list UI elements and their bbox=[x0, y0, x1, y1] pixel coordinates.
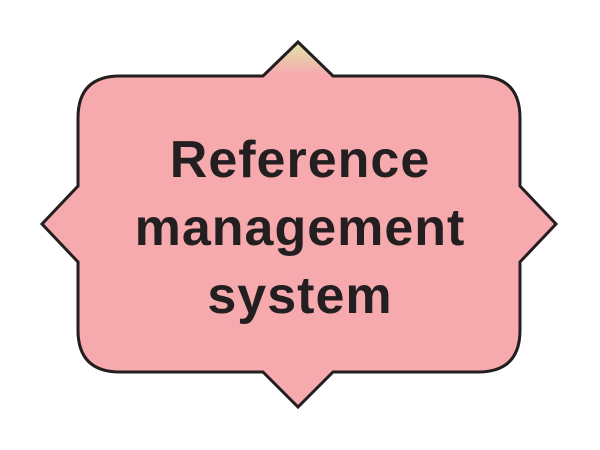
frame-outline bbox=[39, 39, 559, 410]
node-label: Reference management system bbox=[100, 128, 500, 328]
node-label-line-3: system bbox=[207, 267, 393, 325]
node-label-line-2: management bbox=[134, 199, 466, 257]
node-label-line-1: Reference bbox=[169, 131, 431, 189]
